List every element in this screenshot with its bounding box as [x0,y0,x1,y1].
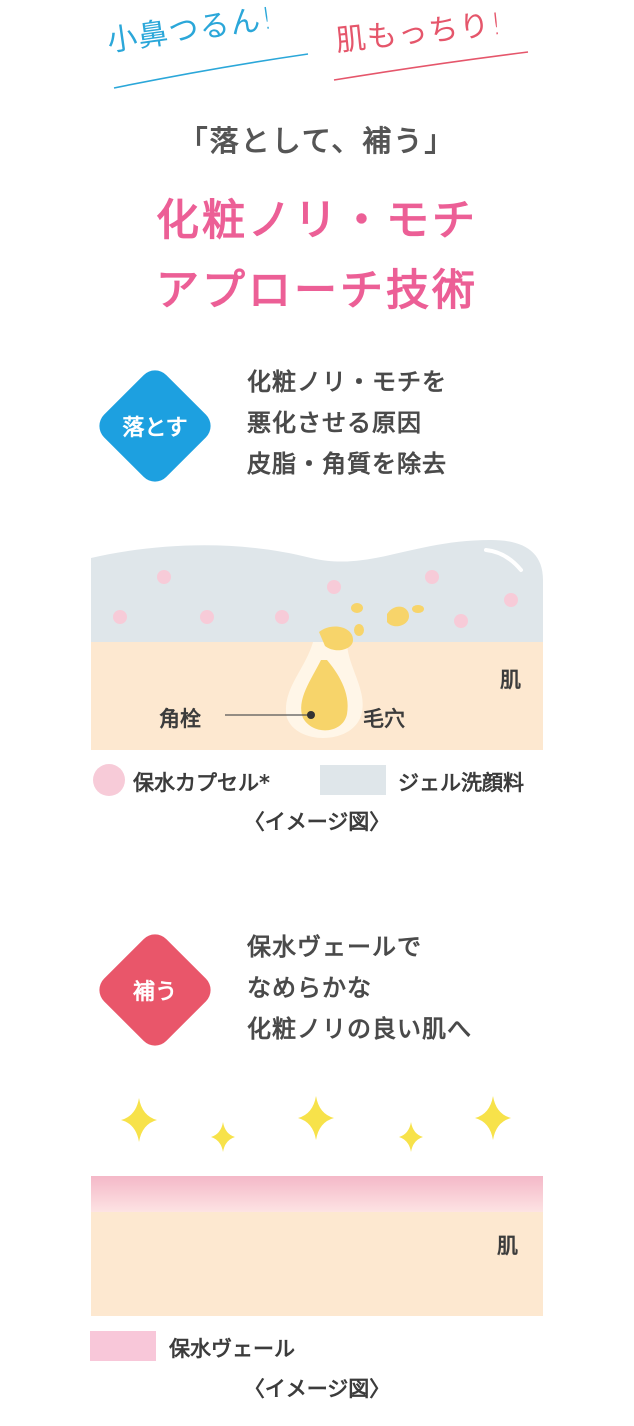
desc-line: なめらかな [247,974,372,1002]
desc-line: 化粧ノリの良い肌へ [247,1015,472,1043]
legend-veil-label: 保水ヴェール [169,1337,295,1361]
legend-capsule-label: 保水カプセル* [133,771,270,795]
veil-illustration [91,1096,543,1316]
desc-line: 保水ヴェールで [247,933,422,961]
sparkle-icon [211,1122,235,1152]
sebum-fragment [387,606,409,627]
section2-description: 保水ヴェールで なめらかな 化粧ノリの良い肌へ [247,927,472,1050]
desc-line: 皮脂・角質を除去 [247,450,447,478]
capsule-dot [327,580,341,594]
capsule-dot [504,593,518,607]
gel-highlight [484,548,523,572]
sebum-fragment [351,603,363,613]
capsule-dot [113,610,127,624]
skin-layer [91,1212,543,1316]
legend-capsule-swatch [93,764,125,796]
sparkle-icon [298,1096,334,1140]
badge-remove-label: 落とす [122,416,188,441]
subtitle: 「落として、補う」 [178,124,456,158]
sparkle-icon [475,1096,511,1140]
pink-underline [333,51,529,81]
gel-layer [91,540,543,642]
section1-description: 化粧ノリ・モチを 悪化させる原因 皮脂・角質を除去 [247,362,447,485]
capsule-dot [157,570,171,584]
capsule-dot [275,610,289,624]
cleansing-illustration [91,540,543,750]
label-skin-2: 肌 [497,1234,518,1258]
sebum-fragment [319,626,353,651]
title-line2: アプローチ技術 [156,266,478,316]
badge-replenish: 補う [92,927,218,1053]
legend-veil-swatch [90,1331,156,1361]
sparkle-icon [399,1122,423,1152]
label-plug: 角栓 [159,707,201,731]
caption-image-2: 〈イメージ図〉 [243,1377,391,1401]
veil-layer [91,1176,543,1212]
sebum-fragment [412,605,424,613]
badge-replenish-label: 補う [132,980,177,1005]
desc-line: 悪化させる原因 [247,409,422,437]
capsule-dot [454,614,468,628]
blue-underline [113,53,309,89]
capsule-dot [200,610,214,624]
label-skin: 肌 [500,668,521,692]
capsule-dot [425,570,439,584]
label-pore: 毛穴 [363,707,405,731]
legend-gel-swatch [320,765,386,795]
desc-line: 化粧ノリ・モチを [247,368,447,396]
badge-remove: 落とす [92,363,218,489]
sparkle-icon [121,1098,157,1142]
legend-gel-label: ジェル洗顔料 [398,771,524,795]
sebum-fragment [354,624,364,636]
leader-dot [307,711,315,719]
title-line1: 化粧ノリ・モチ [156,196,478,246]
caption-image-1: 〈イメージ図〉 [243,810,391,834]
